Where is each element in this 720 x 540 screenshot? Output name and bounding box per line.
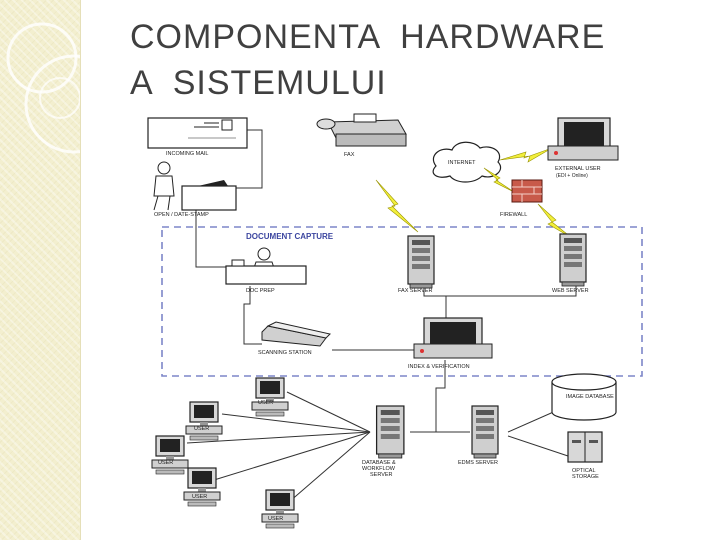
image-database-label: IMAGE DATABASE (566, 394, 614, 400)
user-label: USER (194, 426, 209, 432)
user-workstation-icon (251, 377, 289, 417)
lightning-bolt-icon (499, 147, 553, 163)
doc-prep-label: DOC PREP (246, 288, 275, 294)
user-label: USER (192, 494, 207, 500)
connection-lines (186, 129, 577, 503)
decorative-sidebar (0, 0, 81, 540)
database-workflow-server-tower-icon (375, 405, 405, 459)
edms-server-tower-icon (471, 405, 499, 459)
document-capture-label: DOCUMENT CAPTURE (246, 232, 334, 241)
external-user-label: EXTERNAL USER (555, 166, 601, 172)
fax-label: FAX (344, 152, 355, 158)
scanning-station-label: SCANNING STATION (258, 350, 312, 356)
database-server-label-1: DATABASE & (362, 460, 396, 466)
firewall-icon (511, 179, 543, 203)
optical-storage-label-2: STORAGE (572, 474, 599, 480)
edms-server-label: EDMS SERVER (458, 460, 498, 466)
internet-label: INTERNET (448, 160, 476, 166)
user-label: USER (258, 400, 273, 406)
user-workstation-icon (151, 435, 189, 475)
slide-title-line-1: COMPONENTA HARDWARE (130, 18, 606, 56)
lightning-bolt-icon (375, 179, 419, 233)
index-verification-workstation-icon (413, 317, 493, 359)
firewall-label: FIREWALL (500, 212, 527, 218)
user-workstation-icon (261, 489, 299, 529)
user-label: USER (268, 516, 283, 522)
database-server-label-3: SERVER (370, 472, 393, 478)
doc-prep-person-icon (225, 247, 307, 285)
user-workstation-icon (183, 467, 221, 507)
slide-title-line-2: A SISTEMULUI (130, 64, 387, 102)
index-verification-label: INDEX & VERIFICATION (408, 364, 470, 370)
user-label: USER (158, 460, 173, 466)
optical-storage-label-1: OPTICAL (572, 468, 596, 474)
scanner-icon (261, 321, 331, 347)
fax-machine-icon (316, 113, 407, 147)
slide-title: COMPONENTA HARDWARE A SISTEMULUI (130, 14, 605, 106)
web-server-label: WEB SERVER (552, 288, 589, 294)
open-date-stamp-person-icon (153, 161, 237, 211)
external-user-workstation-icon (547, 117, 619, 161)
lightning-bolt-icon (537, 203, 573, 239)
user-workstation-icon (185, 401, 223, 441)
external-user-sub-label: (EDI + Online) (556, 173, 588, 179)
image-database-icon (551, 373, 617, 421)
incoming-mail-envelope-icon (147, 117, 248, 149)
fax-server-tower-icon (407, 235, 435, 289)
internet-cloud-icon (432, 141, 502, 183)
database-server-label-2: WORKFLOW (362, 466, 396, 472)
open-date-stamp-label: OPEN / DATE-STAMP (154, 212, 209, 218)
fax-server-label: FAX SERVER (398, 288, 432, 294)
incoming-mail-label: INCOMING MAIL (166, 151, 208, 157)
document-capture-boundary (161, 226, 643, 377)
sidebar-circles-ornament (6, 22, 80, 154)
web-server-tower-icon (559, 233, 587, 287)
optical-storage-icon (567, 431, 603, 463)
